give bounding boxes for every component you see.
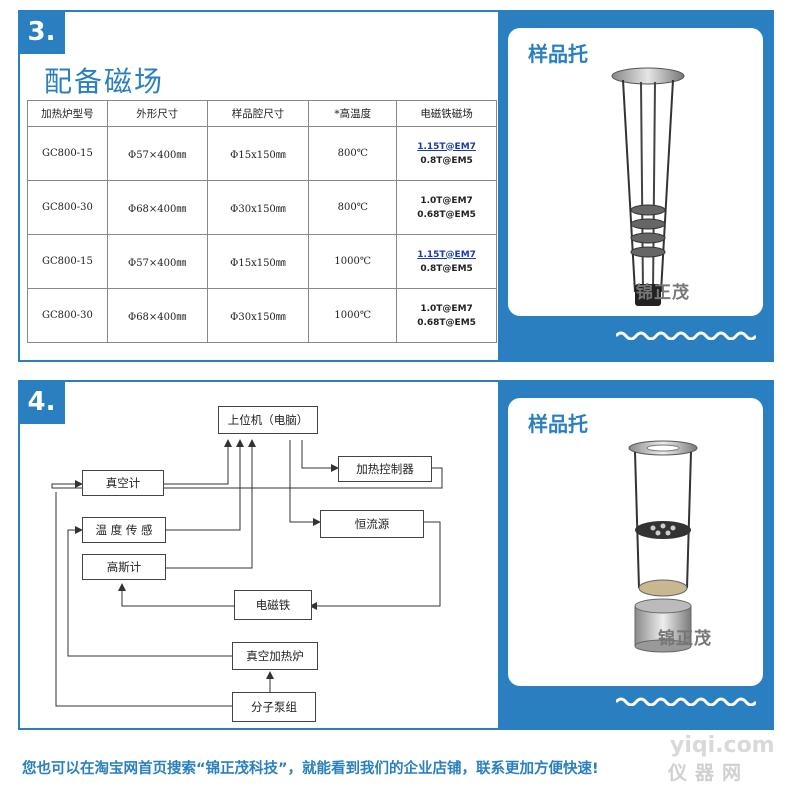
cell-outer: Φ68×400㎜ bbox=[106, 180, 208, 235]
photo-side-panel: 样品托 锦正茂 bbox=[498, 10, 774, 362]
cell-chamber: Φ30x150㎜ bbox=[206, 288, 310, 343]
cell-temp: 800℃ bbox=[308, 126, 398, 181]
cell-outer: Φ57×400㎜ bbox=[106, 126, 208, 181]
header-model: 加热炉型号 bbox=[27, 100, 108, 127]
cell-outer: Φ57×400㎜ bbox=[106, 234, 208, 289]
header-chamber-size: 样品腔尺寸 bbox=[206, 100, 310, 127]
cell-temp: 1000℃ bbox=[308, 288, 398, 343]
temp-sensor-box: 温 度 传 感 bbox=[82, 517, 166, 543]
cell-field: 1.0T@EM7 0.68T@EM5 bbox=[396, 288, 497, 343]
cell-outer: Φ68×400㎜ bbox=[106, 288, 208, 343]
cell-model: GC800-15 bbox=[27, 234, 108, 289]
photo-title: 样品托 bbox=[528, 42, 588, 66]
cell-field: 1.0T@EM7 0.68T@EM5 bbox=[396, 180, 497, 235]
photo-title: 样品托 bbox=[528, 412, 588, 436]
photo-watermark: 锦正茂 bbox=[636, 283, 690, 303]
table-row: GC800-15 Φ57×400㎜ Φ15x150㎜ 1000℃ 1.15T@E… bbox=[27, 234, 497, 289]
field-link[interactable]: 1.15T@EM7 bbox=[417, 141, 476, 152]
header-outer-size: 外形尺寸 bbox=[106, 100, 208, 127]
cell-model: GC800-30 bbox=[27, 180, 108, 235]
cell-chamber: Φ15x150㎜ bbox=[206, 126, 310, 181]
field-value: 0.68T@EM5 bbox=[417, 209, 476, 220]
table-row: GC800-30 Φ68×400㎜ Φ30x150㎜ 1000℃ 1.0T@EM… bbox=[27, 288, 497, 343]
cell-temp: 800℃ bbox=[308, 180, 398, 235]
section-title: 配备磁场 bbox=[44, 65, 165, 98]
sample-holder-long-image bbox=[611, 67, 685, 306]
current-source-box: 恒流源 bbox=[320, 510, 424, 538]
section-number-badge: 4. bbox=[18, 380, 65, 424]
sample-holder-short-image bbox=[628, 440, 698, 653]
header-max-temp: *高温度 bbox=[308, 100, 398, 127]
field-value: 1.0T@EM7 bbox=[420, 303, 473, 314]
decorative-waves-icon bbox=[616, 331, 756, 340]
field-value: 0.68T@EM5 bbox=[417, 317, 476, 328]
heater-controller-box: 加热控制器 bbox=[338, 456, 432, 482]
header-magnetic-field: 电磁铁磁场 bbox=[396, 100, 497, 127]
cell-temp: 1000℃ bbox=[308, 234, 398, 289]
gauss-meter-box: 高斯计 bbox=[82, 554, 166, 580]
field-value: 0.8T@EM5 bbox=[420, 155, 473, 166]
table-row: GC800-30 Φ68×400㎜ Φ30x150㎜ 800℃ 1.0T@EM7… bbox=[27, 180, 497, 235]
diagram-connectors bbox=[51, 439, 443, 707]
field-link[interactable]: 1.15T@EM7 bbox=[417, 249, 476, 260]
footer-search-note: 您也可以在淘宝网首页搜索“锦正茂科技”，就能看到我们的企业店铺，联系更加方便快速… bbox=[22, 761, 599, 777]
table-row: GC800-15 Φ57×400㎜ Φ15x150㎜ 800℃ 1.15T@EM… bbox=[27, 126, 497, 181]
photo-side-panel: 样品托 锦正茂 bbox=[498, 380, 774, 730]
vacuum-furnace-box: 真空加热炉 bbox=[232, 642, 318, 670]
section-number-badge: 3. bbox=[18, 10, 65, 54]
cell-chamber: Φ15x150㎜ bbox=[206, 234, 310, 289]
cell-field: 1.15T@EM7 0.8T@EM5 bbox=[396, 126, 497, 181]
site-watermark-domain: yiqi.com bbox=[670, 733, 775, 758]
section-4-panel: 4. bbox=[18, 380, 774, 730]
photo-watermark: 锦正茂 bbox=[658, 629, 712, 649]
section-3-panel: 3. 配备磁场 加热炉型号 外形尺寸 样品腔尺寸 *高温度 电磁铁磁场 GC80… bbox=[18, 10, 774, 362]
cell-field: 1.15T@EM7 0.8T@EM5 bbox=[396, 234, 497, 289]
decorative-waves-icon bbox=[616, 697, 756, 706]
site-watermark-name: 仪器网 bbox=[668, 762, 750, 784]
sample-holder-photo-card: 样品托 锦正茂 bbox=[508, 28, 763, 316]
vacuum-gauge-box: 真空计 bbox=[82, 470, 164, 496]
cell-model: GC800-30 bbox=[27, 288, 108, 343]
spec-table: 加热炉型号 外形尺寸 样品腔尺寸 *高温度 电磁铁磁场 GC800-15 Φ57… bbox=[27, 100, 497, 343]
sample-holder-photo-card: 样品托 锦正茂 bbox=[508, 398, 763, 686]
table-header-row: 加热炉型号 外形尺寸 样品腔尺寸 *高温度 电磁铁磁场 bbox=[27, 100, 497, 127]
system-diagram: 上位机（电脑） 真空计 加热控制器 温 度 传 感 恒流源 高斯计 电磁铁 真空… bbox=[20, 382, 500, 728]
molecular-pump-box: 分子泵组 bbox=[232, 692, 316, 722]
field-value: 1.0T@EM7 bbox=[420, 195, 473, 206]
host-computer-box: 上位机（电脑） bbox=[218, 406, 318, 434]
electromagnet-box: 电磁铁 bbox=[234, 590, 312, 620]
cell-model: GC800-15 bbox=[27, 126, 108, 181]
cell-chamber: Φ30x150㎜ bbox=[206, 180, 310, 235]
field-value: 0.8T@EM5 bbox=[420, 263, 473, 274]
